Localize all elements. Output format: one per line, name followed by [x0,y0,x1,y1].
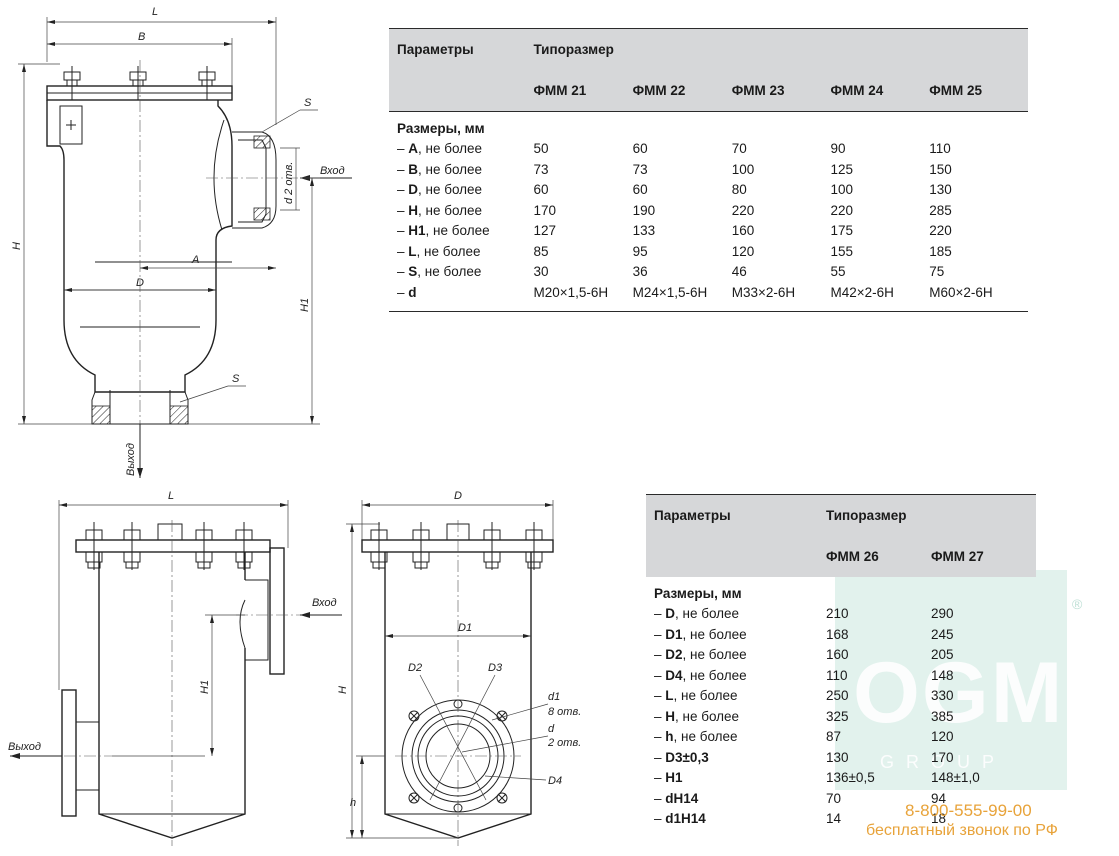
param-key: D1 [665,626,683,642]
model-col: ФММ 26 [826,549,879,564]
param-key: D [665,606,676,622]
dim-d-label: d [548,723,555,735]
model-col: ФММ 24 [830,70,930,112]
dim-8-holes-label: 8 отв. [548,706,581,718]
outlet2-label: Выход [8,741,41,753]
param-key: dH14 [665,790,699,806]
dim-H1-2-label: H1 [199,680,211,694]
param-key: H1 [408,223,426,239]
table-header-row: Параметры Типоразмер [389,28,1028,70]
dim-h-label: h [350,797,356,809]
section-label: Размеры, мм [654,585,742,601]
dim-D-front-label: D [454,490,462,502]
param-key: A [408,141,419,157]
param-header: Параметры [654,508,731,523]
section-label: Размеры, мм [397,120,485,136]
dim-D-label: D [136,277,144,289]
dim-H-front-label: H [337,686,349,694]
watermark-logo: OGM [853,645,1065,741]
param-key: L [665,688,674,704]
registered-icon: ® [1072,596,1083,612]
param-key: L [408,243,417,259]
model-col: ФММ 27 [931,549,984,564]
drawing-large-filter-side: L Вход Выход H1 [8,490,342,846]
dim-2-holes-label: 2 отв. [547,737,581,749]
param-key: d [408,284,417,300]
model-col: ФММ 21 [533,70,633,112]
watermark-panel [835,570,1067,790]
watermark-sub: GROUP [880,752,1007,772]
inlet-label: Вход [320,165,345,177]
dim-d-holes-label: d 2 отв. [283,162,295,204]
dim-H1-label: H1 [299,298,311,312]
dim-d1-label: d1 [548,691,560,703]
inlet2-label: Вход [312,597,337,609]
dim-H-label: H [11,242,23,250]
free-call-text: бесплатный звонок по РФ [866,822,1058,839]
section-row: Размеры, мм [646,577,1036,604]
param-header: Параметры [397,42,474,57]
drawing-large-filter-front: D D1 H h [337,490,581,846]
size-header: Типоразмер [533,42,614,57]
spec-table-fmm26-27: Параметры Типоразмер ФММ 26 ФММ 27 Разме… [646,494,1036,829]
dim-D1-label: D1 [458,622,472,634]
param-key: h [665,729,674,745]
phone-number[interactable]: 8-800-555-99-00 [905,801,1032,820]
section-row: Размеры, мм [389,112,1028,139]
models-row: ФММ 21 ФММ 22 ФММ 23 ФММ 24 ФММ 25 [389,70,1028,112]
param-key: H [665,708,676,724]
model-col: ФММ 22 [632,70,732,112]
dim-B-label: B [138,31,145,43]
dim-S-bottom-label: S [232,373,240,385]
size-header: Типоразмер [826,508,907,523]
dim-D4-label: D4 [548,775,562,787]
drawing-small-filter: L B d 2 отв. [11,6,352,478]
param-key: D2 [665,647,683,663]
dim-D3-label: D3 [488,662,503,674]
dim-D2-label: D2 [408,662,422,674]
dim-S-top-label: S [304,97,312,109]
outlet-label: Выход [125,443,137,476]
models-row: ФММ 26 ФММ 27 [646,536,1036,577]
dim-L2-label: L [168,490,174,502]
param-key: H1 [665,770,683,786]
param-key: D [408,182,419,198]
param-key: S [408,264,418,280]
dim-L-label: L [152,6,158,18]
spec-table-fmm21-25: Параметры Типоразмер ФММ 21 ФММ 22 ФММ 2… [389,28,1028,312]
param-key: B [408,161,419,177]
param-key: D4 [665,667,683,683]
model-col: ФММ 25 [929,70,1028,112]
param-key: H [408,202,419,218]
param-key: d1H14 [665,811,706,827]
model-col: ФММ 23 [731,70,831,112]
table-header-row: Параметры Типоразмер [646,494,1036,536]
param-key: D3±0,3 [665,749,709,765]
dim-A-label: A [191,254,199,266]
